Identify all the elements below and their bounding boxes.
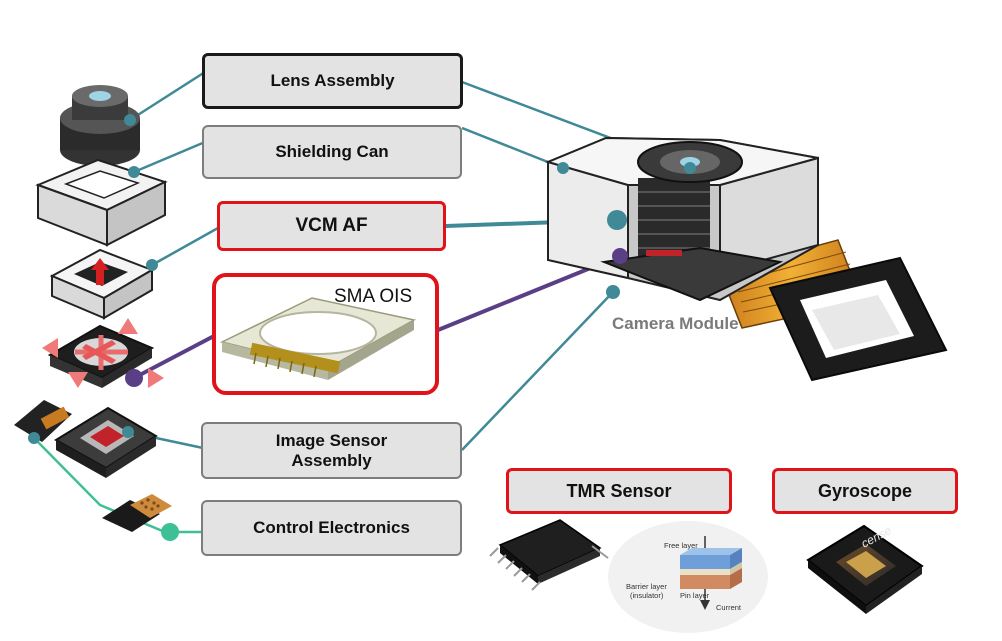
gyroscope-text: Gyroscope: [817, 481, 913, 501]
ois-part: [42, 318, 164, 388]
connector-lens-left: [129, 70, 206, 122]
gyroscope-label: Gyroscope: [772, 468, 958, 514]
lens-assembly-part: [60, 85, 140, 166]
tmr-sensor-label: TMR Sensor: [506, 468, 732, 514]
barrier-layer-label: Barrier layer: [626, 582, 667, 591]
barrier-layer-sub-label: (insulator): [630, 591, 664, 600]
shielding-can-text: Shielding Can: [275, 142, 389, 161]
sma-ois-frame: [212, 273, 439, 395]
tmr-chip-image: [489, 519, 609, 591]
connector-vcm-left: [151, 226, 219, 267]
tmr-layer-diagram: Free layer Barrier layer (insulator) Pin…: [608, 521, 768, 633]
connector-sma-left: [133, 334, 215, 380]
pin-layer-label: Pin layer: [680, 591, 710, 600]
image-sensor-part: [14, 400, 158, 478]
sma-ois-component: [219, 297, 417, 380]
control-electronics-label: Control Electronics: [201, 500, 462, 556]
image-sensor-assembly-label: Image Sensor Assembly: [201, 422, 462, 479]
image-sensor-text-line2: Assembly: [291, 450, 372, 470]
current-label: Current: [716, 603, 742, 612]
control-electronics-text: Control Electronics: [253, 518, 410, 537]
connector-shield-right: [461, 126, 564, 170]
free-layer-label: Free layer: [664, 541, 698, 550]
camera-module-image: [544, 136, 948, 382]
vcm-af-part: [49, 248, 155, 320]
vcm-af-label: VCM AF: [217, 201, 446, 251]
connector-sensor-right: [461, 291, 614, 451]
control-electronics-part: [102, 494, 172, 532]
image-sensor-text-line1: Image Sensor: [275, 430, 388, 450]
sma-ois-title: SMA OIS: [334, 286, 413, 307]
lens-assembly-label: Lens Assembly: [202, 53, 463, 109]
shielding-can-part: [35, 158, 168, 247]
lens-assembly-text: Lens Assembly: [270, 71, 395, 90]
connector-shield-left: [133, 140, 206, 174]
vcm-af-text: VCM AF: [295, 215, 368, 236]
tmr-sensor-text: TMR Sensor: [566, 481, 672, 501]
gyroscope-chip-image: cense: [806, 523, 924, 614]
shielding-can-label: Shielding Can: [202, 125, 462, 179]
camera-module-caption: Camera Module: [612, 314, 739, 333]
